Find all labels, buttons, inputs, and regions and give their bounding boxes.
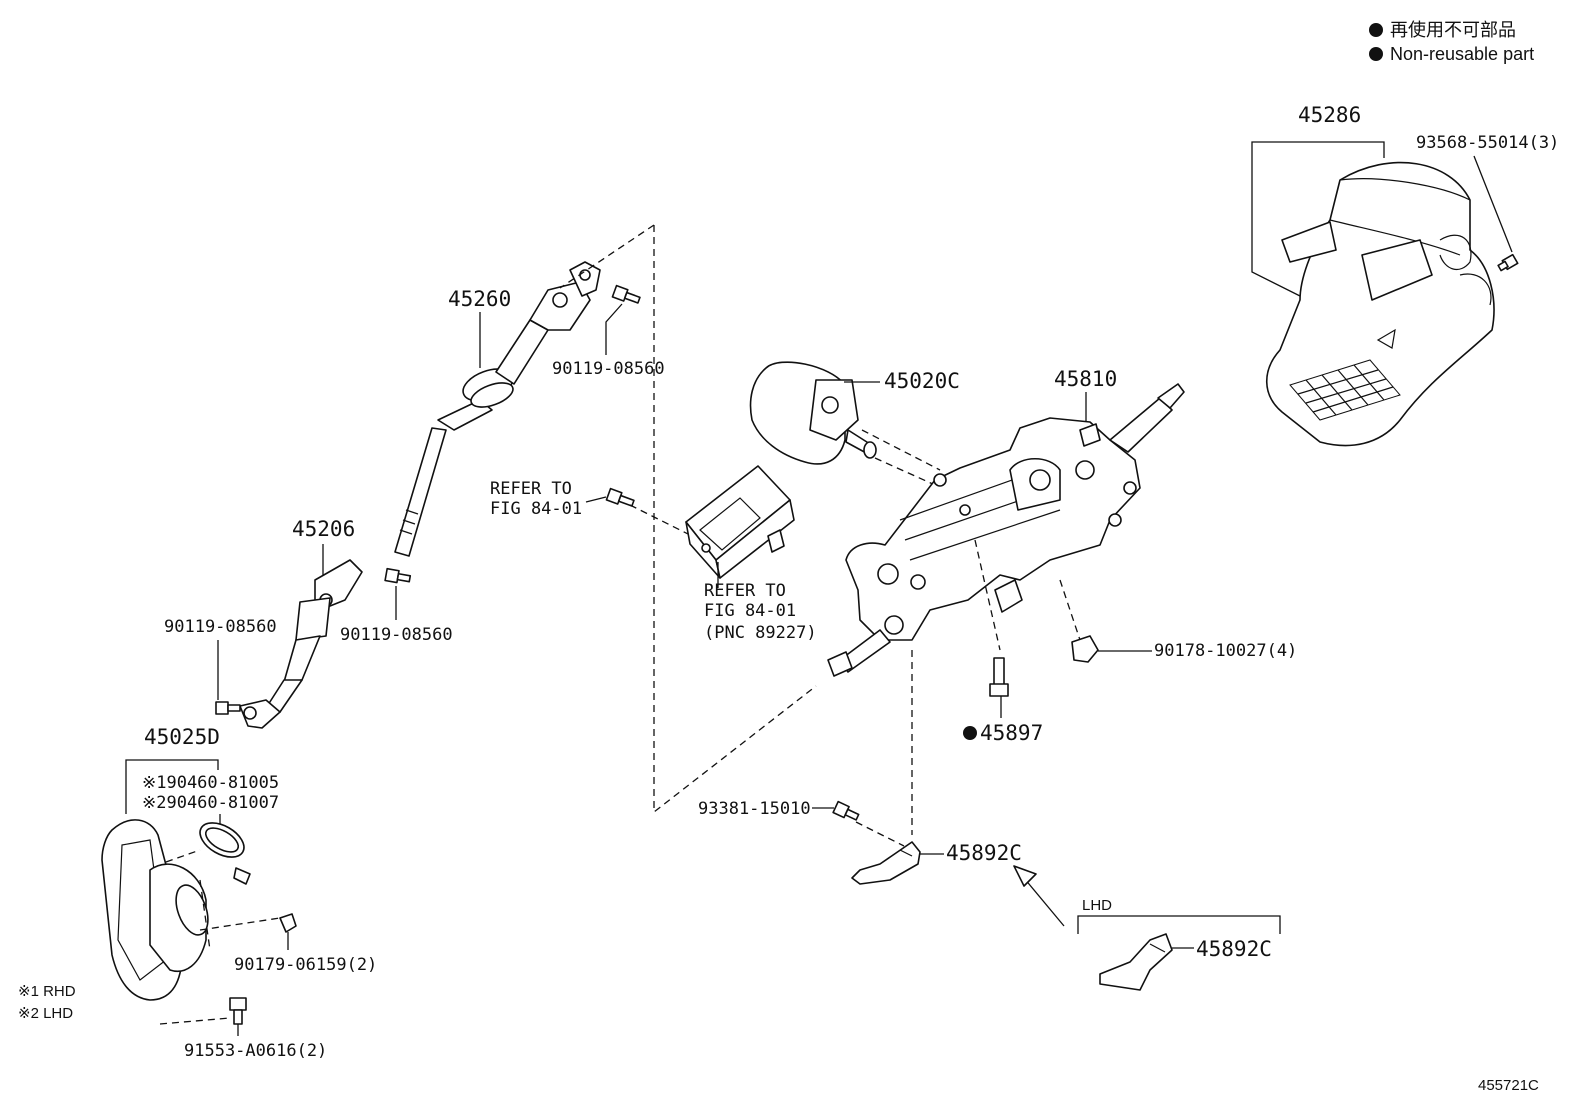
part-90178-nut: 90178-10027(4) — [1071, 635, 1297, 663]
assembly-dashed-guide — [653, 225, 817, 814]
callout-45020C: 45020C — [884, 369, 960, 393]
callout-45897: 45897 — [980, 721, 1043, 745]
note-lhd: ※2 LHD — [18, 1005, 73, 1022]
refer-text-line2: FIG 84-01 — [704, 601, 796, 621]
note-rhd: ※1 RHD — [18, 983, 76, 1000]
refer-fig-84-01-a: REFER TO FIG 84-01 — [490, 479, 701, 541]
callout-90119-left: 90119-08560 — [164, 617, 277, 637]
part-93381-bolt: 93381-15010 — [698, 799, 905, 847]
note-rhd-part: ※190460-81005 — [142, 773, 279, 793]
non-reusable-dot-icon — [963, 726, 977, 740]
callout-45892C-a: 45892C — [946, 841, 1022, 865]
refer-fig-84-01-b: REFER TO FIG 84-01 (PNC 89227) — [704, 581, 817, 643]
note-lhd-part: ※290460-81007 — [142, 793, 279, 813]
part-45260-steering-shaft: 45260 — [394, 261, 601, 557]
callout-45206: 45206 — [292, 517, 355, 541]
callout-90179: 90179-06159(2) — [234, 955, 377, 975]
callout-93381: 93381-15010 — [698, 799, 811, 819]
legend-en-text: Non-reusable part — [1390, 44, 1534, 64]
callout-45286: 45286 — [1298, 103, 1361, 127]
legend-jp-text: 再使用不可部品 — [1390, 20, 1516, 40]
callout-45810: 45810 — [1054, 367, 1117, 391]
arrow-icon — [1013, 865, 1065, 927]
callout-90178: 90178-10027(4) — [1154, 641, 1297, 661]
refer-text-line1: REFER TO — [704, 581, 786, 601]
callout-91553: 91553-A0616(2) — [184, 1041, 327, 1061]
part-45025D-hole-cover: 45025D ※190460-81005 ※290460-81007 — [101, 725, 281, 1025]
legend: 再使用不可部品 Non-reusable part — [1369, 20, 1534, 64]
callout-90119-top: 90119-08560 — [552, 359, 665, 379]
callout-93568: 93568-55014(3) — [1416, 133, 1559, 153]
callout-45260: 45260 — [448, 287, 511, 311]
cover-grid-pattern — [1289, 359, 1401, 421]
lhd-variant-group: LHD 45892C — [1077, 897, 1281, 991]
non-reusable-dot-icon — [1369, 47, 1383, 61]
part-45020C-tilt-motor: 45020C — [749, 361, 960, 486]
refer-text-line3: (PNC 89227) — [704, 623, 817, 643]
part-93568-screw: 93568-55014(3) — [1416, 133, 1559, 272]
refer-text-line1: REFER TO — [490, 479, 572, 499]
callout-90119-mid: 90119-08560 — [340, 625, 453, 645]
part-90119-bolt-top: 90119-08560 — [552, 284, 665, 379]
callout-45025D: 45025D — [144, 725, 220, 749]
part-45892C-bracket-a: 45892C — [851, 841, 1065, 927]
part-45897-bolt: 45897 — [963, 657, 1043, 745]
lhd-label: LHD — [1082, 897, 1112, 914]
part-91553-bolt: 91553-A0616(2) — [184, 997, 327, 1061]
part-45810-steering-column: 45810 — [827, 367, 1185, 835]
refer-text-line2: FIG 84-01 — [490, 499, 582, 519]
part-90119-bolt-left: 90119-08560 — [164, 617, 277, 715]
illustration-id: 455721C — [1478, 1077, 1539, 1094]
steering-control-module — [685, 465, 795, 588]
part-90179-nut: 90179-06159(2) — [234, 913, 377, 975]
part-45206-lower-shaft: 45206 — [239, 517, 363, 729]
non-reusable-dot-icon — [1369, 23, 1383, 37]
part-45286-column-cover: 45286 — [1251, 103, 1495, 447]
part-90119-bolt-mid: 90119-08560 — [340, 567, 453, 645]
callout-45892C-b: 45892C — [1196, 937, 1272, 961]
